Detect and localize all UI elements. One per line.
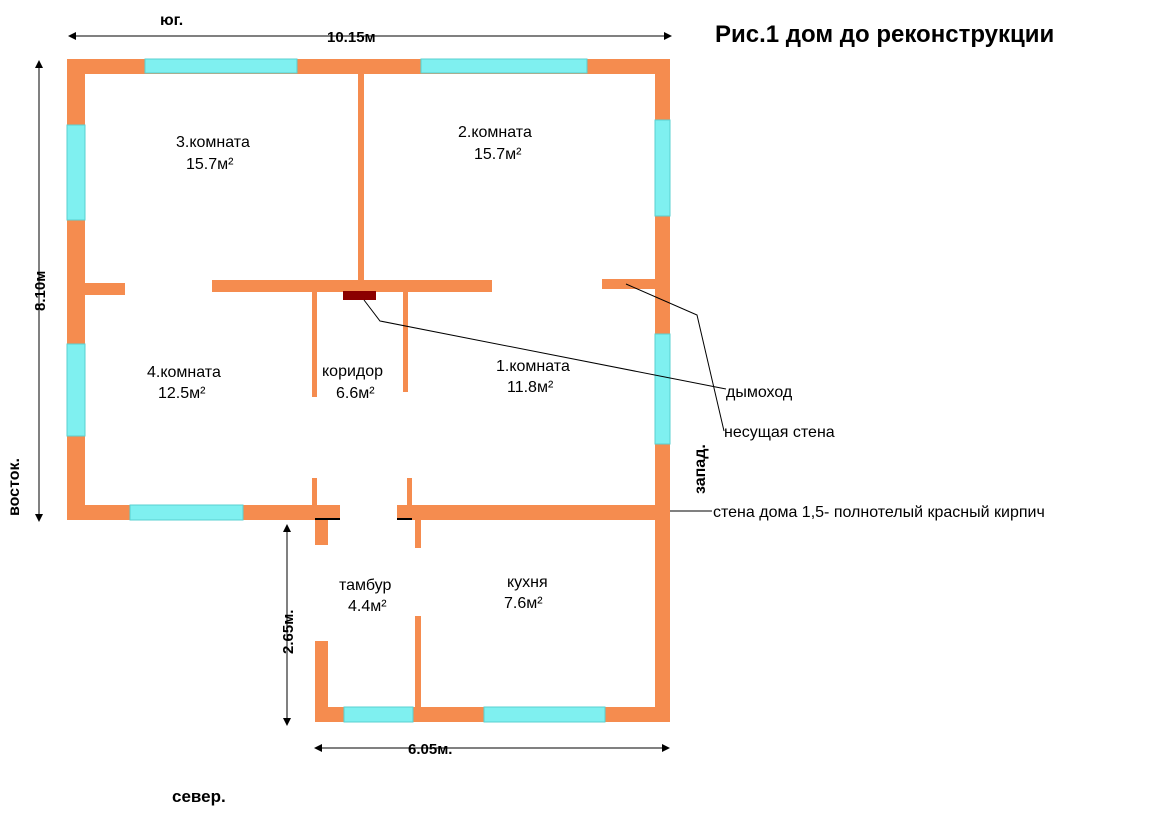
corridor-wall-right	[403, 292, 408, 392]
partition-horizontal-left	[85, 283, 125, 295]
room-2: 2.комната 15.7м²	[458, 124, 532, 163]
wall-north-right	[397, 505, 670, 520]
window-north-1	[129, 504, 244, 521]
leader-lines	[363, 283, 727, 512]
room-tambur: тамбур 4.4м²	[339, 577, 392, 615]
compass-north: север.	[172, 787, 226, 806]
window-south-2	[420, 58, 588, 74]
room-name: кухня	[507, 574, 548, 591]
window-east-1	[66, 124, 86, 221]
interior-partitions	[85, 74, 655, 506]
room-name: тамбур	[339, 577, 392, 594]
partition-tambur-kitchen-bottom	[415, 616, 421, 707]
corridor-stub-left	[312, 478, 317, 506]
room-3: 3.комната 15.7м²	[176, 134, 250, 173]
annex-walls	[315, 520, 670, 722]
corridor-wall-left	[312, 292, 317, 397]
dim-annex-width: 6.05м.	[408, 741, 452, 758]
load-bearing-wall	[212, 280, 492, 292]
window-annex-1	[343, 706, 414, 723]
room-name: 3.комната	[176, 134, 250, 151]
annotation-house-wall: стена дома 1,5- полнотелый красный кирпи…	[713, 504, 1045, 521]
annotation-load-bearing-wall: несущая стена	[724, 424, 835, 441]
window-west-2	[654, 333, 671, 445]
compass-south: юг.	[160, 12, 183, 29]
annotation-chimney: дымоход	[726, 384, 793, 401]
room-4: 4.комната 12.5м²	[147, 364, 221, 402]
annex-wall-east-top	[315, 520, 328, 545]
room-kitchen: кухня 7.6м²	[504, 574, 548, 612]
annex-wall-west	[655, 520, 670, 722]
room-name: 1.комната	[496, 358, 570, 375]
figure-title: Рис.1 дом до реконструкции	[715, 21, 1054, 48]
partition-horizontal-right	[602, 279, 655, 289]
window-annex-2	[483, 706, 606, 723]
partition-tambur-kitchen-top	[415, 520, 421, 548]
chimney	[343, 291, 376, 300]
window-west-1	[654, 119, 671, 217]
compass-east: восток.	[6, 458, 23, 516]
main-house-windows	[66, 58, 671, 521]
dimension-lines	[35, 32, 672, 752]
leader-chimney	[363, 299, 727, 390]
corridor-stub-right	[407, 478, 412, 506]
room-area: 15.7м²	[474, 146, 522, 163]
room-area: 7.6м²	[504, 595, 543, 612]
room-name: 2.комната	[458, 124, 532, 141]
room-name: 4.комната	[147, 364, 221, 381]
room-name: коридор	[322, 363, 383, 380]
annex-windows	[343, 706, 606, 723]
annex-wall-east-bottom	[315, 641, 328, 722]
room-area: 15.7м²	[186, 156, 234, 173]
dim-left-height: 8.10м	[32, 271, 49, 311]
room-area: 4.4м²	[348, 598, 387, 615]
partition-rooms-3-2	[358, 74, 364, 289]
compass-west: запад.	[692, 444, 709, 494]
window-east-2	[66, 343, 86, 437]
room-area: 11.8м²	[507, 379, 554, 396]
room-area: 12.5м²	[158, 385, 206, 402]
dim-top-width: 10.15м	[327, 29, 376, 46]
room-area: 6.6м²	[336, 385, 375, 402]
leader-load-bearing	[625, 283, 725, 432]
window-south-1	[144, 58, 298, 74]
room-1: 1.комната 11.8м²	[496, 358, 570, 396]
dim-annex-height: 2.65м.	[280, 610, 297, 654]
room-corridor: коридор 6.6м²	[322, 363, 383, 402]
